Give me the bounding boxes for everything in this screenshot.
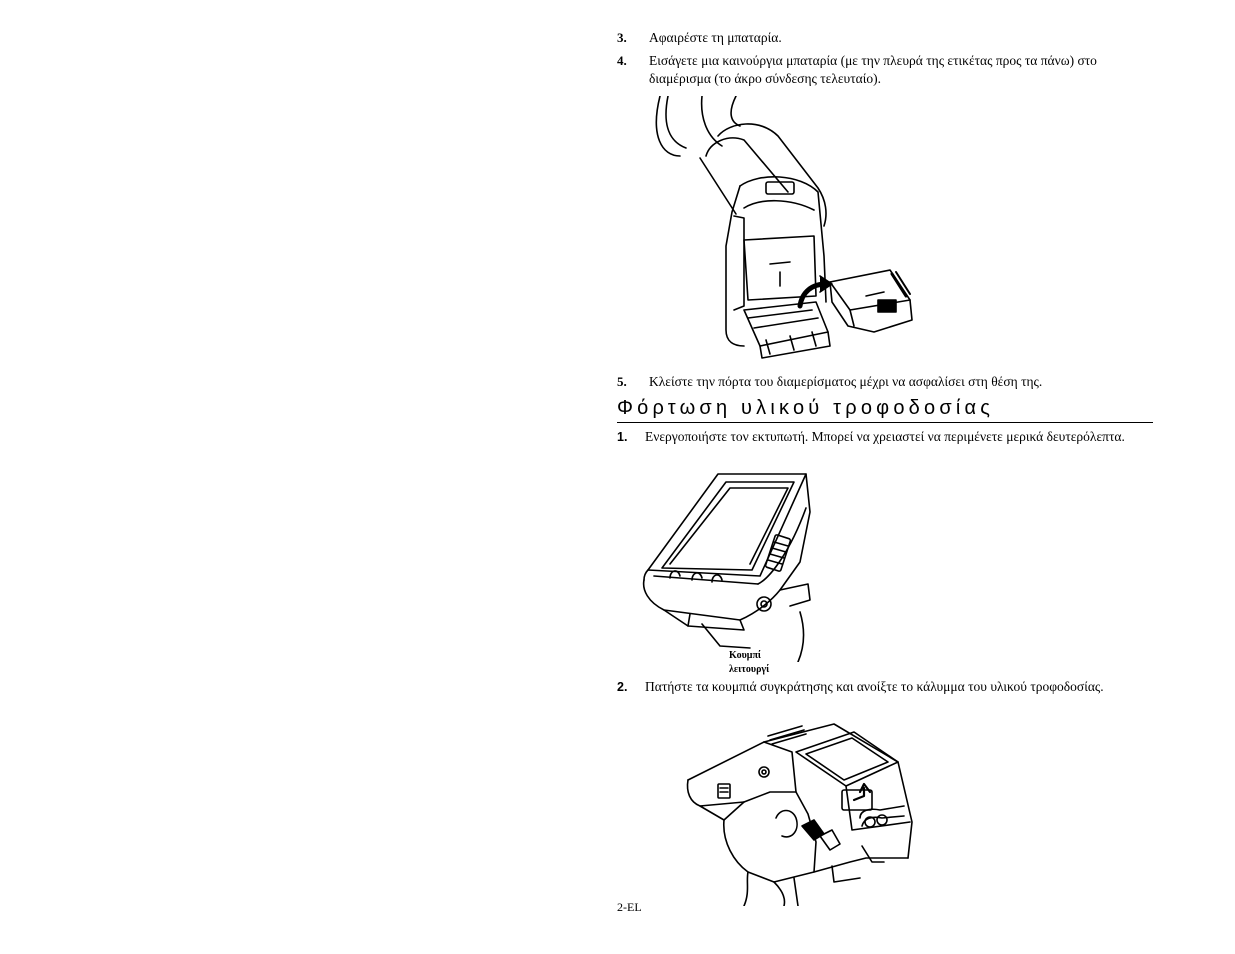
caption-line-2: λειτουργί — [729, 664, 770, 675]
step-3: 3. Αφαιρέστε τη μπαταρία. — [617, 29, 1157, 47]
section-heading: Φόρτωση υλικού τροφοδοσίας — [617, 396, 1153, 423]
step-4: 4. Εισάγετε μια καινούργια μπαταρία (με … — [617, 52, 1157, 88]
step-5: 5. Κλείστε την πόρτα του διαμερίσματος μ… — [617, 373, 1157, 391]
step-text: Αφαιρέστε τη μπαταρία. — [649, 30, 782, 45]
power-button-caption: Κουμπί λειτουργί — [729, 649, 769, 677]
step-number: 2. — [617, 680, 628, 694]
open-media-cover-illustration — [684, 722, 924, 906]
media-step-2: 2. Πατήστε τα κουμπιά συγκράτησης και αν… — [617, 678, 1157, 696]
step-text: Ενεργοποιήστε τον εκτυπωτή. Μπορεί να χρ… — [645, 429, 1125, 444]
printer-power-button-illustration — [640, 472, 820, 662]
caption-line-1: Κουμπί — [729, 650, 762, 661]
media-step-1: 1. Ενεργοποιήστε τον εκτυπωτή. Μπορεί να… — [617, 428, 1157, 446]
step-number: 5. — [617, 374, 627, 389]
step-number: 3. — [617, 30, 627, 45]
step-text: Πατήστε τα κουμπιά συγκράτησης και ανοίξ… — [645, 679, 1104, 694]
step-number: 1. — [617, 430, 628, 444]
step-number: 4. — [617, 53, 627, 68]
battery-insert-illustration — [640, 96, 920, 364]
step-text: Κλείστε την πόρτα του διαμερίσματος μέχρ… — [649, 374, 1043, 389]
page-number: 2-EL — [617, 900, 642, 914]
step-text: Εισάγετε μια καινούργια μπαταρία (με την… — [649, 53, 1097, 86]
